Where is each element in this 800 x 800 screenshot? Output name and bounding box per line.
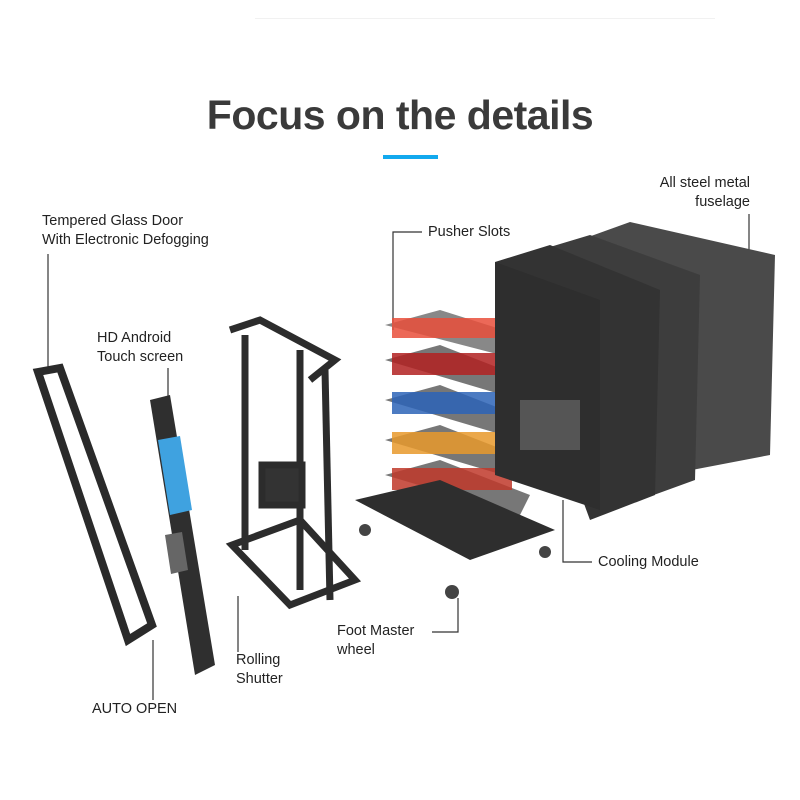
label-line: With Electronic Defogging	[42, 232, 209, 248]
label-touch-screen: HD Android Touch screen	[97, 329, 183, 367]
label-line: Cooling Module	[598, 554, 699, 570]
label-line: HD Android	[97, 330, 172, 346]
label-line: Tempered Glass Door	[42, 213, 184, 229]
label-line: All steel metal	[659, 175, 750, 191]
top-divider	[255, 18, 715, 19]
label-rolling-shutter: Rolling Shutter	[236, 651, 283, 689]
front-panel-part	[150, 395, 215, 675]
label-line: Touch screen	[97, 349, 184, 365]
label-line: Pusher Slots	[428, 224, 511, 240]
cabinet-part	[495, 222, 775, 520]
label-line: AUTO OPEN	[92, 701, 178, 717]
label-line: wheel	[337, 642, 375, 658]
label-cooling-module: Cooling Module	[598, 553, 699, 572]
pusher-shelves-part	[355, 310, 555, 599]
label-auto-open: AUTO OPEN	[92, 700, 177, 719]
title-accent-bar	[383, 155, 438, 159]
label-glass-door: Tempered Glass Door With Electronic Defo…	[42, 212, 209, 250]
leader-pusher	[392, 231, 422, 330]
label-pusher-slots: Pusher Slots	[428, 223, 510, 242]
label-line: fuselage	[695, 194, 750, 210]
glass-door-part	[32, 363, 157, 647]
label-fuselage: All steel metal fuselage	[660, 174, 750, 212]
label-foot-wheel: Foot Master wheel	[337, 622, 414, 660]
frame-part	[225, 316, 362, 610]
leader-wheel	[432, 598, 459, 633]
label-line: Rolling	[236, 652, 281, 668]
leader-cooling	[562, 500, 592, 563]
page-title: Focus on the details	[206, 92, 594, 138]
leader-lines	[47, 214, 750, 700]
label-line: Foot Master	[337, 623, 415, 639]
label-line: Shutter	[236, 671, 283, 687]
